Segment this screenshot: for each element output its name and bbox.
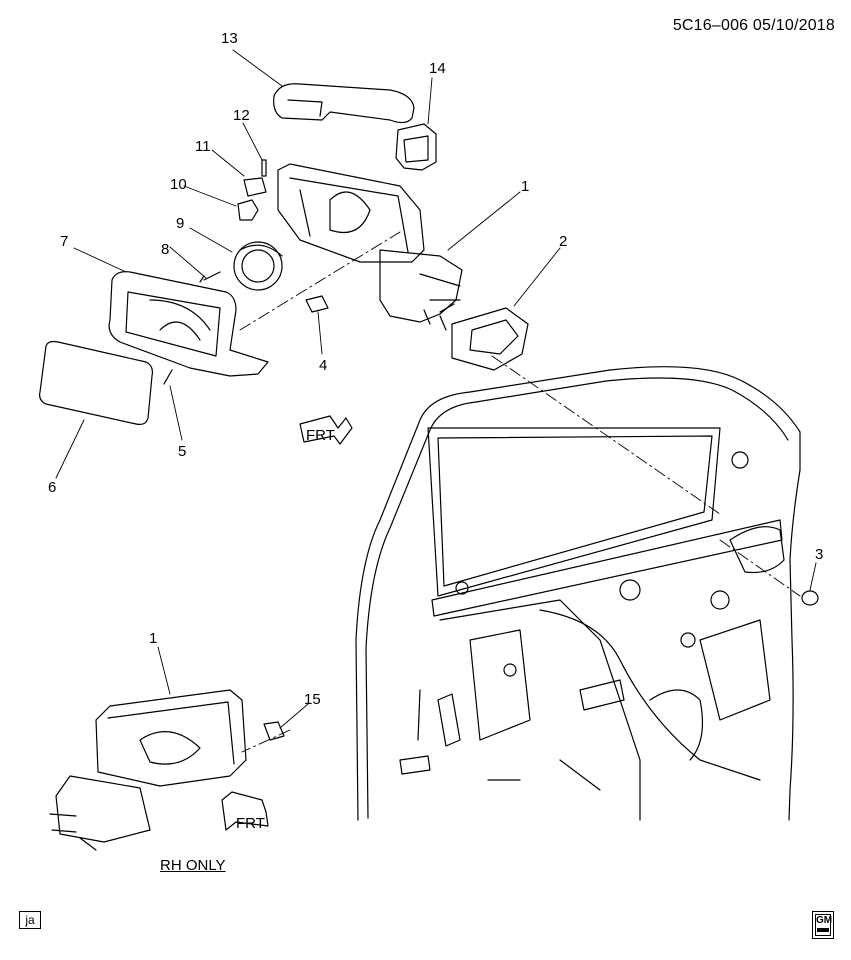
front-arrow-label-top: FRT <box>306 427 335 444</box>
callout-9: 9 <box>176 215 184 232</box>
front-arrow-label-bottom: FRT <box>236 815 265 832</box>
callout-1-rh: 1 <box>149 630 157 647</box>
nut-3 <box>801 590 819 606</box>
front-direction-arrow-top <box>299 415 353 445</box>
mirror-glass <box>39 340 153 425</box>
outside-mirror-assembly <box>277 163 463 331</box>
callout-8: 8 <box>161 241 169 258</box>
rh-mirror-assembly <box>49 689 247 851</box>
mirror-camera-module <box>395 123 437 171</box>
gm-logo: GM <box>812 911 834 939</box>
front-direction-arrow-bottom <box>221 791 269 831</box>
callout-10: 10 <box>170 176 187 193</box>
mirror-seal-gasket <box>451 307 529 371</box>
page-tag: ja <box>19 911 41 929</box>
callout-6: 6 <box>48 479 56 496</box>
clip-4 <box>305 295 329 313</box>
callout-1: 1 <box>521 178 529 195</box>
callout-4: 4 <box>319 357 327 374</box>
screw-8 <box>199 271 221 283</box>
mirror-actuator <box>233 241 283 291</box>
callout-7: 7 <box>60 233 68 250</box>
rh-only-label: RH ONLY <box>160 857 226 874</box>
front-door-frame <box>355 366 801 821</box>
callout-14: 14 <box>429 60 446 77</box>
callout-15: 15 <box>304 691 321 708</box>
alignment-lines <box>239 231 801 753</box>
mirror-housing-face <box>108 271 269 377</box>
screw-5 <box>163 369 173 385</box>
callout-12: 12 <box>233 107 250 124</box>
blind-zone-sensor <box>263 721 285 741</box>
leader-lines <box>55 49 817 729</box>
diagram-id-date: 5C16–006 05/10/2018 <box>672 17 835 34</box>
callout-11: 11 <box>195 138 211 155</box>
gm-logo-text: GM <box>816 915 833 926</box>
callout-2: 2 <box>559 233 567 250</box>
mirror-cover-cap <box>273 83 415 124</box>
callout-13: 13 <box>221 30 238 47</box>
callout-5: 5 <box>178 443 186 460</box>
small-fasteners-cluster <box>237 159 267 221</box>
callout-3: 3 <box>815 546 823 563</box>
